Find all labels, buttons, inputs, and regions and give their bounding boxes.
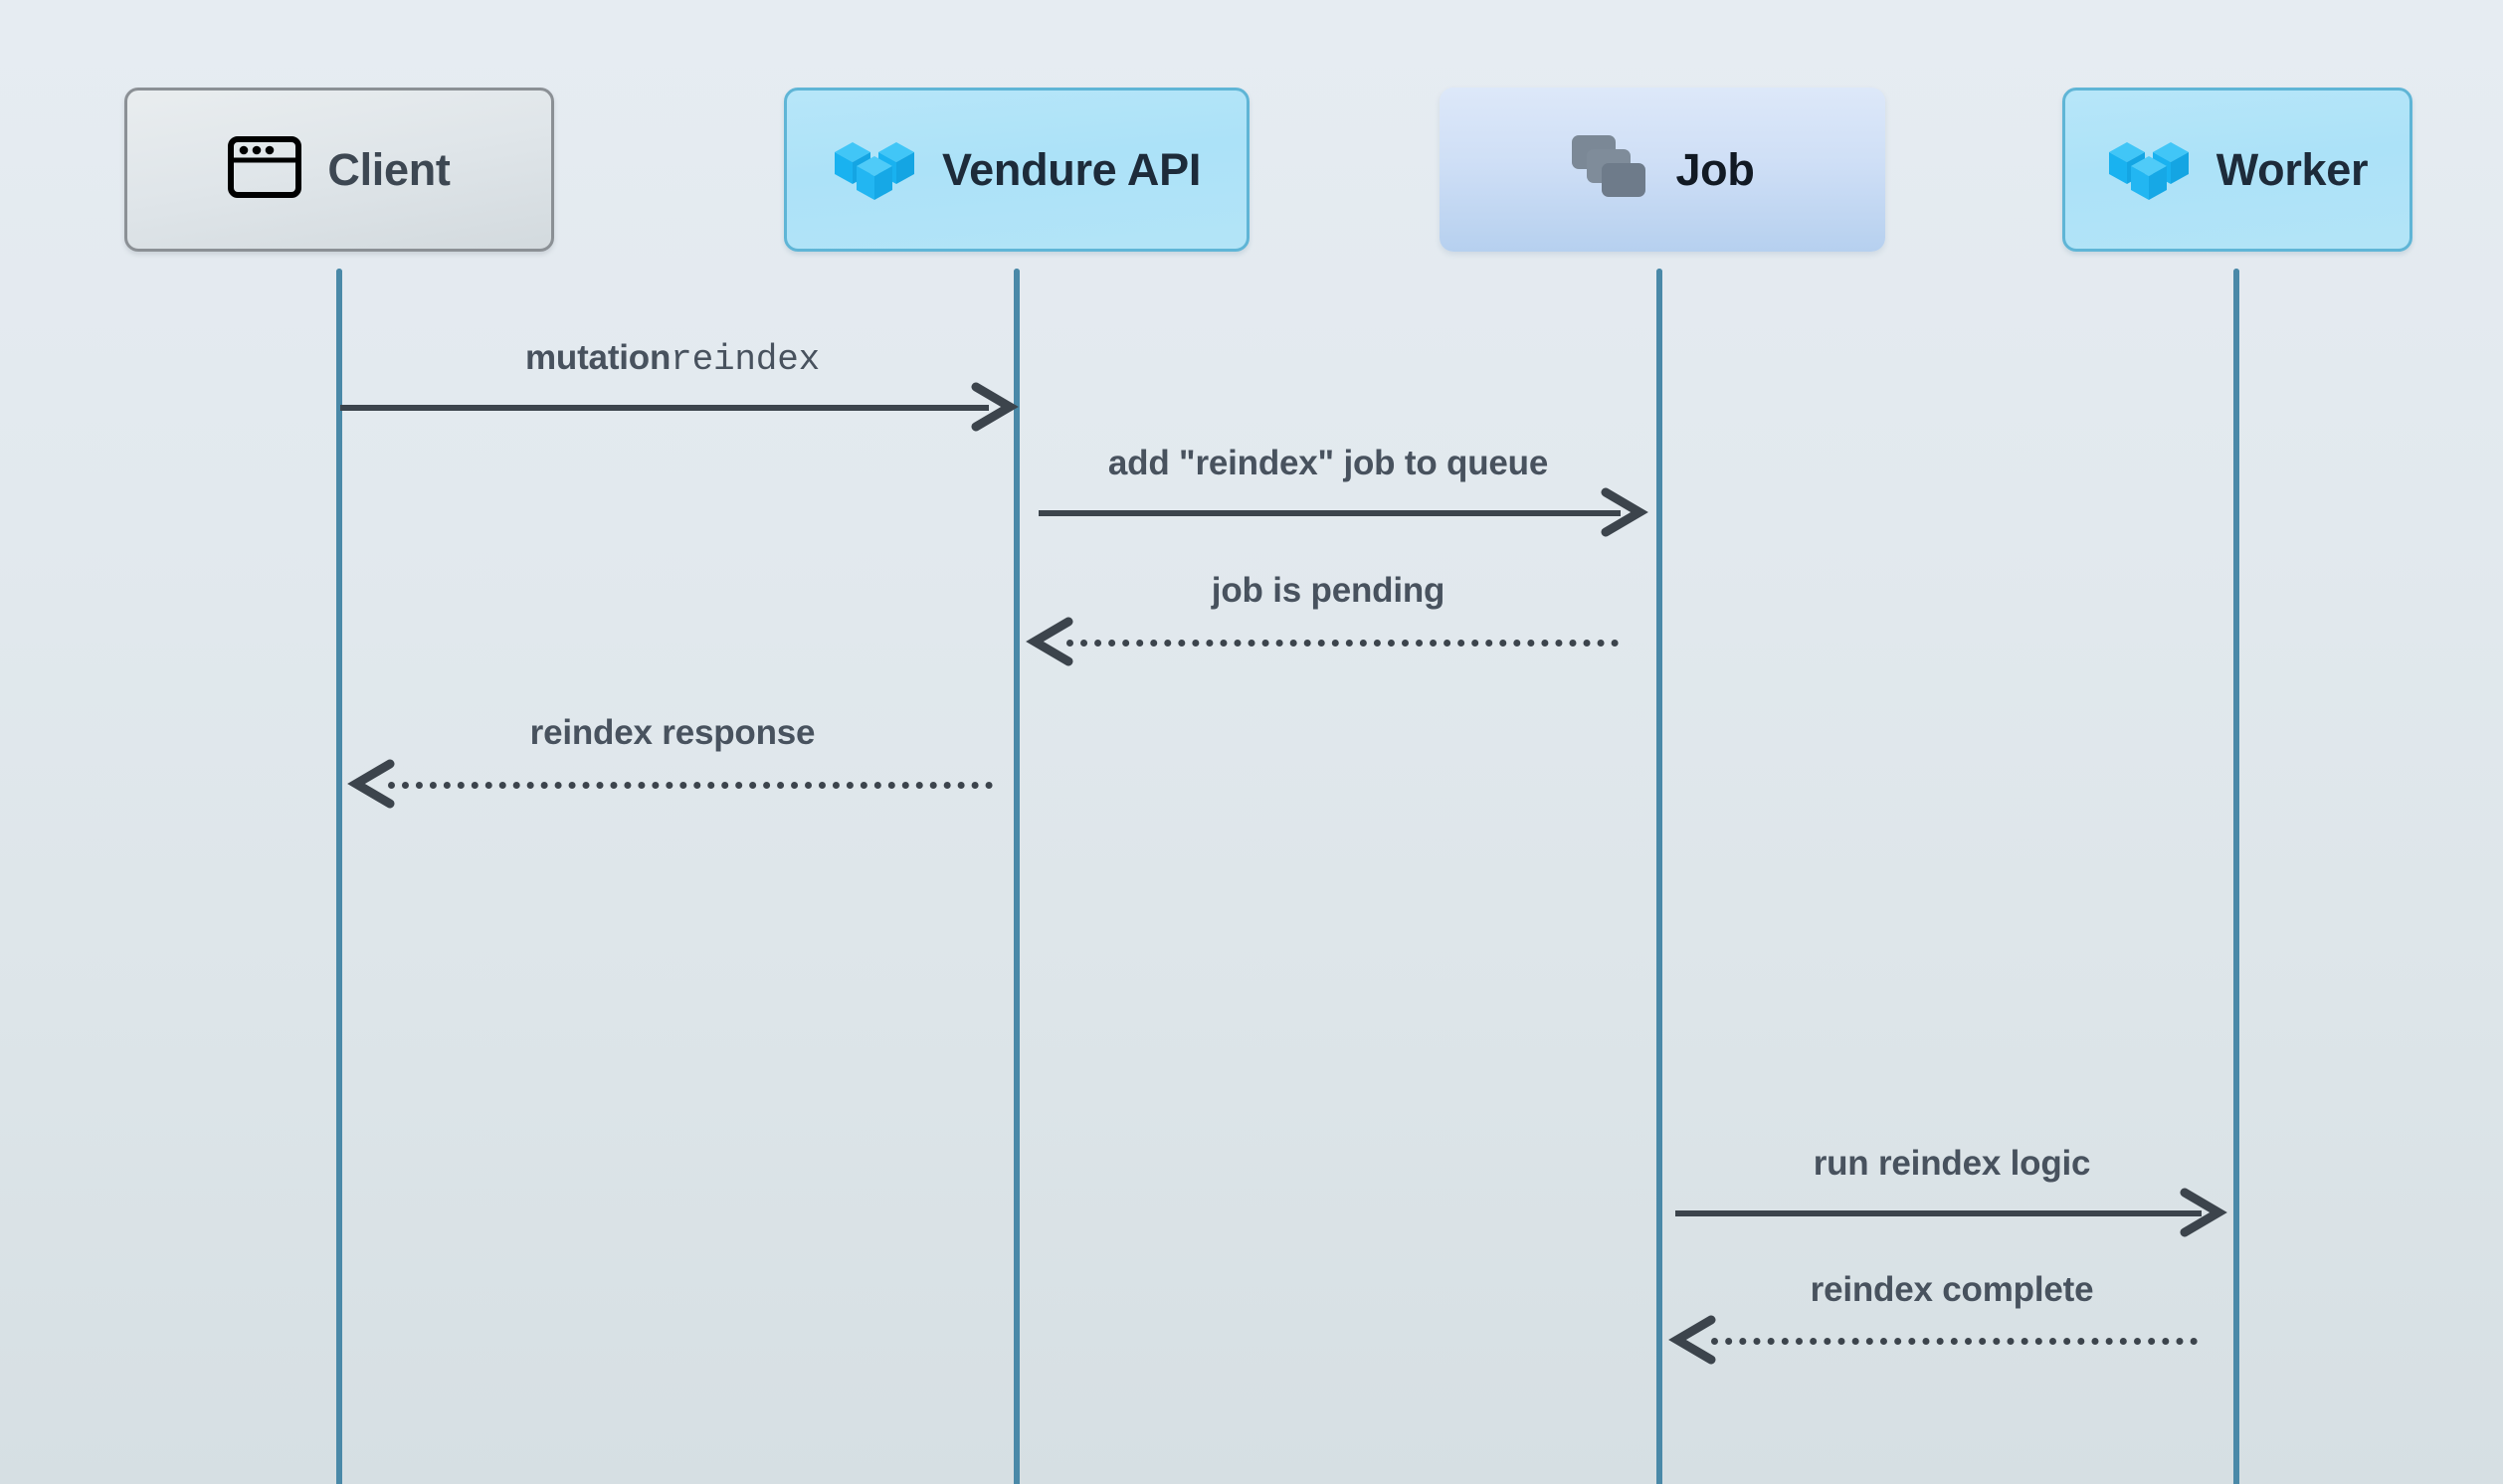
message-label-code: reindex bbox=[671, 339, 820, 380]
message-label: add "reindex" job to queue bbox=[1107, 444, 1549, 482]
message-line bbox=[1066, 640, 1619, 647]
lifeline-vendure-api bbox=[1014, 269, 1020, 1484]
lifeline-job bbox=[1656, 269, 1662, 1484]
message-label: reindex response bbox=[529, 713, 816, 752]
participant-label: Job bbox=[1675, 143, 1755, 195]
participant-client[interactable]: Client bbox=[124, 88, 554, 252]
message-label: job is pending bbox=[1211, 571, 1445, 610]
message-line bbox=[388, 782, 993, 789]
arrowhead-left-icon bbox=[346, 758, 396, 815]
arrowhead-right-icon bbox=[1600, 486, 1649, 543]
message-label-text: mutation bbox=[525, 338, 672, 377]
participant-job[interactable]: Job bbox=[1440, 88, 1885, 252]
stacked-cards-icon bbox=[1570, 133, 1649, 206]
message-line bbox=[1711, 1338, 2198, 1345]
vendure-cubes-icon bbox=[833, 130, 916, 209]
arrowhead-right-icon bbox=[2179, 1187, 2228, 1243]
arrowhead-left-icon bbox=[1667, 1314, 1717, 1371]
participant-label: Client bbox=[327, 143, 451, 195]
message-label: reindex complete bbox=[1810, 1270, 2094, 1309]
lifeline-client bbox=[336, 269, 342, 1484]
participant-worker[interactable]: Worker bbox=[2062, 88, 2412, 252]
arrowhead-left-icon bbox=[1025, 616, 1074, 672]
participant-label: Worker bbox=[2215, 143, 2369, 195]
message-line bbox=[1039, 510, 1621, 516]
message-label: mutationreindex bbox=[525, 338, 820, 380]
message-line bbox=[1675, 1210, 2202, 1216]
participant-vendure-api[interactable]: Vendure API bbox=[784, 88, 1250, 252]
lifeline-worker bbox=[2233, 269, 2239, 1484]
browser-window-icon bbox=[228, 136, 302, 203]
participant-label: Vendure API bbox=[941, 143, 1202, 195]
message-label: run reindex logic bbox=[1813, 1144, 2091, 1183]
message-line bbox=[340, 405, 989, 411]
vendure-cubes-icon bbox=[2107, 130, 2191, 209]
arrowhead-right-icon bbox=[970, 381, 1020, 438]
